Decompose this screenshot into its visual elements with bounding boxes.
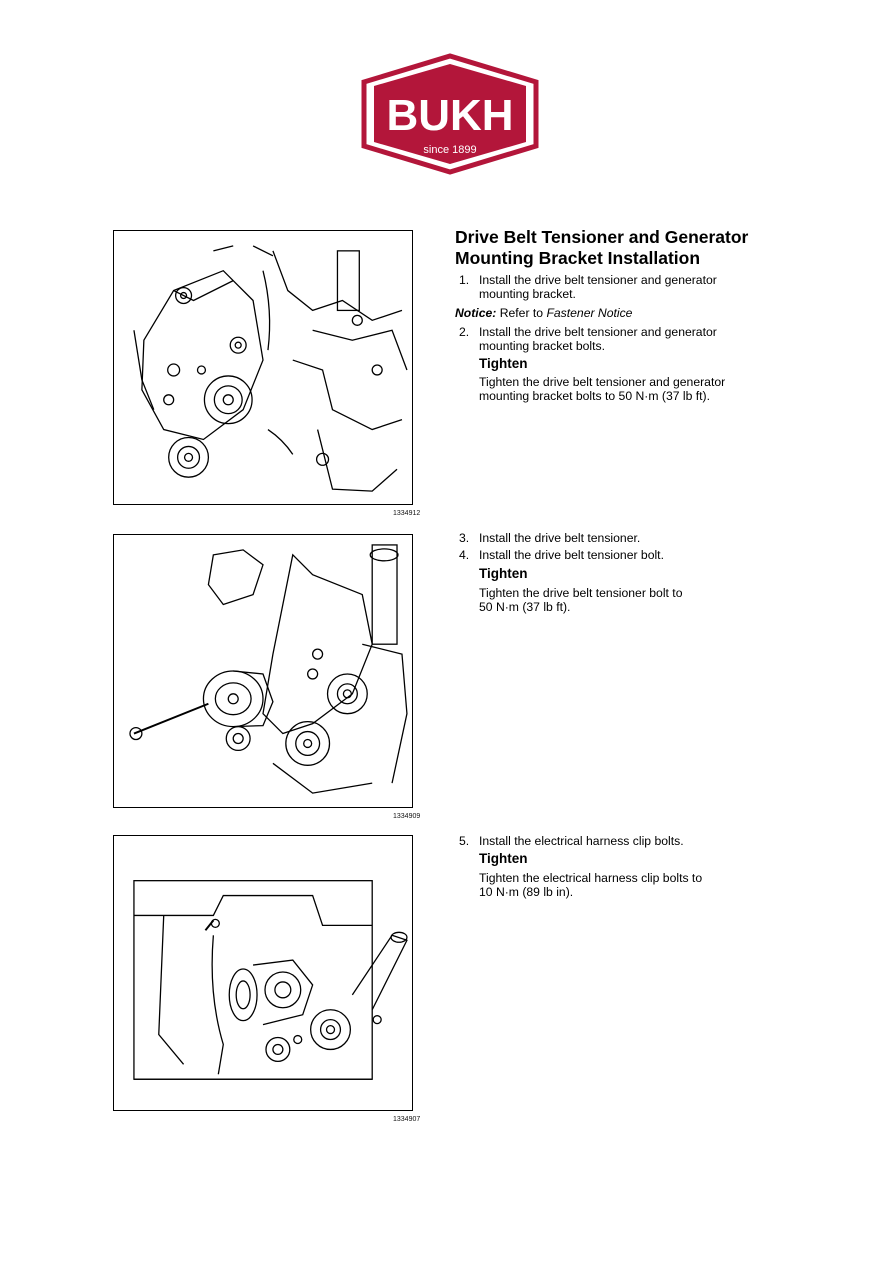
step-1: 1. Install the drive belt tensioner and g… bbox=[459, 273, 779, 301]
section-title-line1: Drive Belt Tensioner and Generator bbox=[455, 227, 749, 247]
step-5: 5. Install the electrical harness clip bo… bbox=[459, 834, 779, 848]
section-title-line2: Mounting Bracket Installation bbox=[455, 248, 701, 268]
step-number: 2. bbox=[459, 325, 470, 339]
tighten-heading-3: Tighten bbox=[479, 851, 528, 866]
step-3: 3. Install the drive belt tensioner. bbox=[459, 531, 779, 545]
step-2: 2. Install the drive belt tensioner and g… bbox=[459, 325, 779, 353]
notice-reference: Fastener Notice bbox=[546, 306, 633, 320]
figure-2-id: 1334909 bbox=[393, 813, 421, 820]
logo-wordmark: BUKH bbox=[386, 91, 513, 140]
step-number: 5. bbox=[459, 834, 470, 848]
step-number: 3. bbox=[459, 531, 470, 545]
logo-tagline: since 1899 bbox=[423, 144, 476, 156]
figure-1-bracket-illustration bbox=[113, 230, 413, 505]
bukh-logo: BUKH since 1899 bbox=[358, 52, 542, 176]
tighten-text-1: Tighten the drive belt tensioner and gen… bbox=[479, 375, 726, 403]
step-text: Install the drive belt tensioner and gen… bbox=[479, 273, 717, 301]
step-number: 1. bbox=[459, 273, 470, 287]
step-text: Install the electrical harness clip bolt… bbox=[479, 834, 684, 848]
step-text: Install the drive belt tensioner and gen… bbox=[479, 325, 717, 353]
figure-1-id: 1334912 bbox=[393, 510, 421, 517]
tighten-text-3: Tighten the electrical harness clip bolt… bbox=[479, 871, 703, 899]
section-title: Drive Belt Tensioner and Generator Mount… bbox=[455, 227, 785, 269]
figure-3-id: 1334907 bbox=[393, 1116, 421, 1123]
tighten-heading-1: Tighten bbox=[479, 356, 528, 371]
step-text: Install the drive belt tensioner bolt. bbox=[479, 548, 664, 562]
step-4: 4. Install the drive belt tensioner bolt. bbox=[459, 548, 779, 562]
notice-label: Notice: bbox=[455, 306, 497, 320]
step-number: 4. bbox=[459, 548, 470, 562]
figure-3-harness-illustration bbox=[113, 835, 413, 1111]
tighten-heading-2: Tighten bbox=[479, 566, 528, 581]
figure-2-tensioner-illustration bbox=[113, 534, 413, 808]
step-text: Install the drive belt tensioner. bbox=[479, 531, 641, 545]
fastener-notice: Notice: Refer to Fastener Notice bbox=[455, 306, 632, 320]
notice-text: Refer to bbox=[496, 306, 547, 320]
tighten-text-2: Tighten the drive belt tensioner bolt to… bbox=[479, 586, 683, 614]
